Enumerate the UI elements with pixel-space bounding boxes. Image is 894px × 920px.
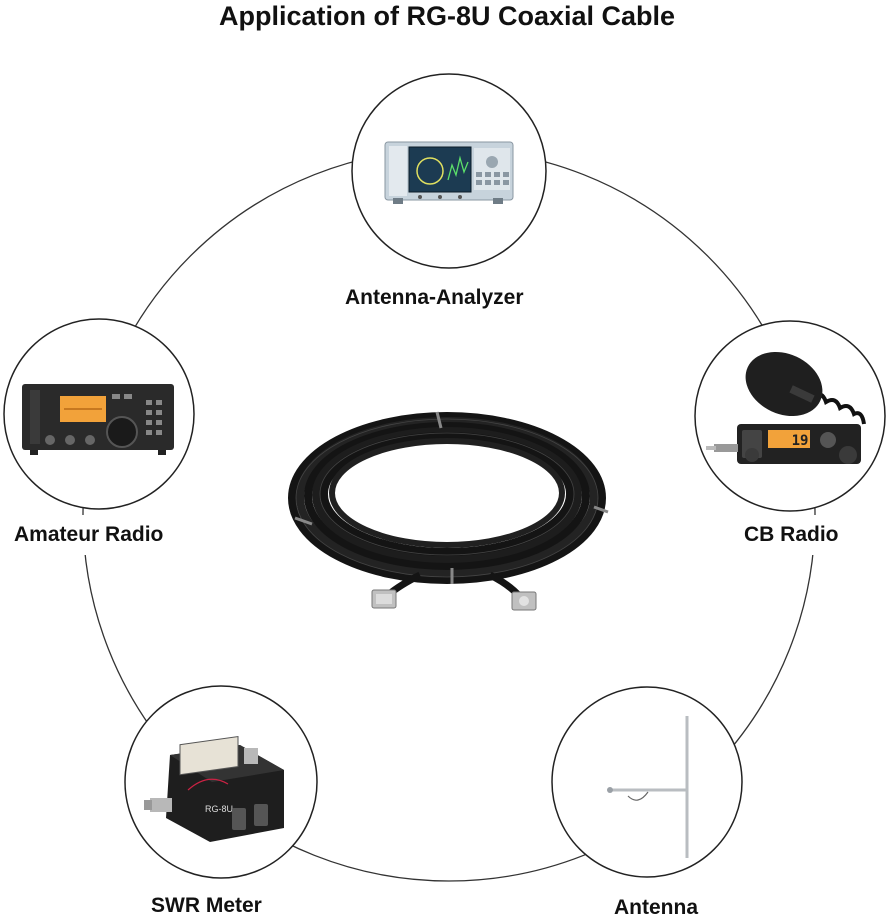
antenna-circle (551, 686, 743, 878)
coiled-coaxial-cable-image (288, 411, 609, 611)
amateur-radio-image (22, 384, 174, 455)
node-label-antenna: Antenna (614, 896, 698, 919)
swr-meter-print: RG-8U (205, 804, 233, 814)
cb-display-text: 19 (792, 433, 809, 449)
node-label-antenna-analyzer: Antenna-Analyzer (345, 286, 524, 309)
node-label-cb-radio: CB Radio (744, 523, 839, 546)
cb-radio-circle (694, 320, 886, 512)
page-title: Application of RG-8U Coaxial Cable (218, 1, 676, 31)
dipole-antenna-image (607, 716, 689, 858)
node-label-amateur-radio: Amateur Radio (14, 523, 164, 546)
antenna-analyzer-image (384, 141, 514, 204)
swr-meter-image: RG-8U (144, 735, 284, 842)
node-label-swr-meter: SWR Meter (151, 894, 262, 917)
cb-radio-image: 19 (706, 351, 866, 464)
